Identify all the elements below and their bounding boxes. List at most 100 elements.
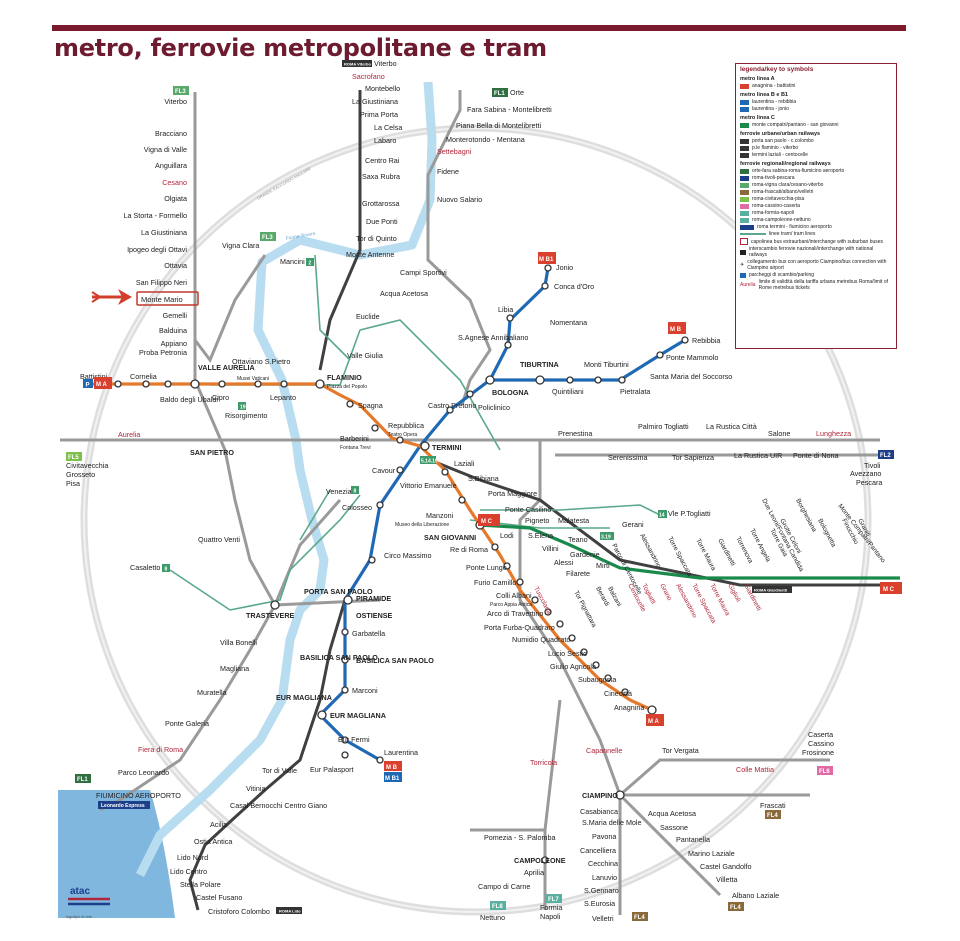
station-barberini[interactable] xyxy=(371,424,379,432)
station-monti-tiburtini[interactable] xyxy=(594,376,602,384)
label-settebagni: Settebagni xyxy=(437,147,472,156)
legend-swatch-leonardo xyxy=(740,224,754,230)
label-garbatella: Garbatella xyxy=(352,629,385,638)
station-trastevere[interactable] xyxy=(270,600,280,610)
station-ponte-mammolo[interactable] xyxy=(656,351,664,359)
station-tiburtina[interactable] xyxy=(535,375,545,385)
station-ciampino[interactable] xyxy=(615,790,625,800)
station-rebibbia[interactable] xyxy=(681,336,689,344)
mb1-text-laurentina: M B1 xyxy=(385,776,400,782)
label-velletri: Velletri xyxy=(592,914,614,923)
label-stella-polare: Stella Polare xyxy=(180,880,221,889)
label-lanuvio: Lanuvio xyxy=(592,873,617,882)
station-circo-massimo[interactable] xyxy=(368,556,376,564)
legend-swatch-fl4 xyxy=(740,189,749,195)
label-labaro: Labaro xyxy=(374,136,396,145)
station-eur-fermi[interactable] xyxy=(341,736,349,744)
stations[interactable] xyxy=(114,264,689,864)
label-albano-laziale: Albano Laziale xyxy=(732,891,779,900)
station-bologna[interactable] xyxy=(485,375,495,385)
station-marconi[interactable] xyxy=(341,686,349,694)
station-manzoni[interactable] xyxy=(458,496,466,504)
station-valle-aurelia[interactable] xyxy=(190,379,200,389)
label-appiano: Appiano xyxy=(161,339,187,348)
station-sagnese[interactable] xyxy=(504,341,512,349)
station-cavour[interactable] xyxy=(396,466,404,474)
station-lepanto[interactable] xyxy=(280,380,288,388)
legend-leonardo: roma termini - fiumicino aeroporto xyxy=(757,224,832,230)
station-jonio[interactable] xyxy=(544,264,552,272)
station-spagna[interactable] xyxy=(346,400,354,408)
station-quintiliani[interactable] xyxy=(566,376,574,384)
label-la-storta: La Storta - Formello xyxy=(123,211,187,220)
label-seurosia: S.Eurosia xyxy=(584,899,615,908)
label-porta-san-paolo: PORTA SAN PAOLO xyxy=(304,587,373,596)
station-policlinico[interactable] xyxy=(466,390,474,398)
station-termini[interactable] xyxy=(420,441,430,451)
fl3-badge-vigna-clara xyxy=(260,232,276,241)
legend-swatch-urban-1 xyxy=(740,138,749,144)
station-numidio[interactable] xyxy=(568,634,576,642)
legend-urban-3: termini laziali - centocelle xyxy=(752,152,808,158)
station-giulio-agricola[interactable] xyxy=(592,661,600,669)
station-lucio-sestio[interactable] xyxy=(580,648,588,656)
label-la-celsa: La Celsa xyxy=(374,123,402,132)
station-cipro[interactable] xyxy=(218,380,226,388)
label-libia: Libia xyxy=(498,305,513,314)
station-libia[interactable] xyxy=(506,314,514,322)
station-conca-doro[interactable] xyxy=(541,282,549,290)
label-campi-sportivi: Campi Sportivi xyxy=(400,268,447,277)
legend-metro-a-desc: anagnina - battistini xyxy=(752,83,796,89)
station-basilica-sp[interactable] xyxy=(341,656,349,664)
station-cinecitta[interactable] xyxy=(621,688,629,696)
label-torricola: Torricola xyxy=(530,758,557,767)
station-ottaviano[interactable] xyxy=(254,380,262,388)
station-subaugusta[interactable] xyxy=(604,674,612,682)
label-s-elena: S.Elena xyxy=(528,531,553,540)
legend-metro-b1-desc: laurentina - jonio xyxy=(752,106,789,112)
station-flaminio[interactable] xyxy=(315,379,325,389)
station-furio-camillo[interactable] xyxy=(516,578,524,586)
label-villetta: Villetta xyxy=(716,875,737,884)
label-jonio: Jonio xyxy=(556,263,573,272)
label-fiera-di-roma: Fiera di Roma xyxy=(138,745,183,754)
roma-viterbo-badge xyxy=(342,60,372,67)
station-vittorio[interactable] xyxy=(441,468,449,476)
label-lido-centro: Lido Centro xyxy=(170,867,207,876)
label-baldo: Baldo degli Ubaldi xyxy=(160,395,218,404)
station-porta-furba[interactable] xyxy=(556,620,564,628)
fl3-badge-top xyxy=(173,86,189,95)
station-eur-magliana[interactable] xyxy=(317,710,327,720)
monte-mario-highlight[interactable] xyxy=(136,291,199,306)
station-repubblica[interactable] xyxy=(396,436,404,444)
station-colli-albani[interactable] xyxy=(531,596,539,604)
legend-fl4: roma-frascati/albano/velletri xyxy=(752,189,814,195)
station-garbatella[interactable] xyxy=(341,628,349,636)
station-colosseo[interactable] xyxy=(376,501,384,509)
station-pietralata[interactable] xyxy=(618,376,626,384)
mc-text-san-giovanni: M C xyxy=(481,519,493,525)
station-arco-travertino[interactable] xyxy=(544,608,552,616)
legend-row-tram: linee tram/ tram lines xyxy=(740,231,892,237)
station-castro-pretorio[interactable] xyxy=(446,406,454,414)
station-ponte-lungo[interactable] xyxy=(503,562,511,570)
label-viterbo: Viterbo xyxy=(374,59,397,68)
label-castel-fusano: Castel Fusano xyxy=(196,893,242,902)
station-cornelia[interactable] xyxy=(142,380,150,388)
station-eur-palasport[interactable] xyxy=(341,751,349,759)
label-lunghezza: Lunghezza xyxy=(816,429,851,438)
station-anagnina[interactable] xyxy=(647,705,657,715)
station-piramide[interactable] xyxy=(343,595,353,605)
legend-row-fl4: roma-frascati/albano/velletri xyxy=(740,189,892,195)
station-laurentina[interactable] xyxy=(376,756,384,764)
station-re-di-roma[interactable] xyxy=(491,543,499,551)
label-tor-di-quinto: Tor di Quinto xyxy=(356,234,397,243)
roma-lido-badge xyxy=(276,907,302,914)
legend-swatch-mb1 xyxy=(740,106,749,112)
station-campoleone[interactable] xyxy=(541,856,549,864)
fl4-text-velletri: FL4 xyxy=(634,915,645,921)
fl1-text-fiumicino: FL1 xyxy=(77,777,88,783)
station-battistini[interactable] xyxy=(114,380,122,388)
station-baldo-degli-ubaldi[interactable] xyxy=(164,380,172,388)
